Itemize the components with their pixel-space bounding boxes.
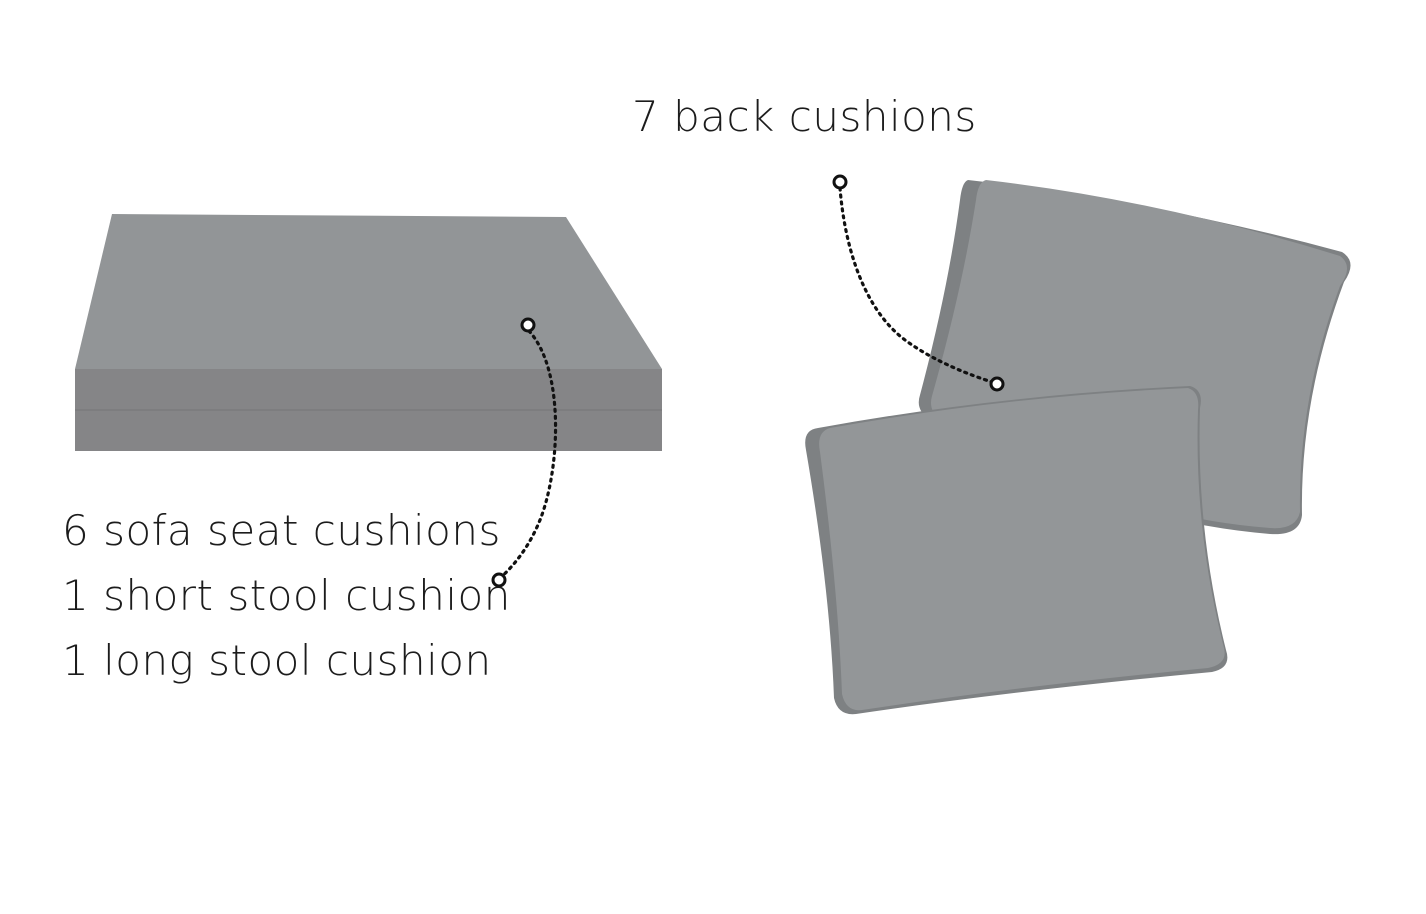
back-leader-line — [832, 174, 1005, 392]
back-leader-start-dot — [832, 174, 848, 190]
back-pillow-front — [805, 386, 1228, 715]
back-cushions-label: 7 back cushions — [632, 92, 977, 141]
seat-cushion-illustration — [75, 214, 662, 451]
seat-leader-end-dot — [491, 572, 507, 588]
seat-cushions-label: 6 sofa seat cushions — [62, 506, 501, 555]
seat-leader-line — [491, 317, 558, 588]
seat-cushion-top — [75, 214, 662, 369]
seat-leader-start-dot — [520, 317, 536, 333]
long-stool-cushion-label: 1 long stool cushion — [62, 636, 492, 685]
seat-cushions-label-list: 6 sofa seat cushions 1 short stool cushi… — [62, 498, 511, 693]
seat-leader-dotted-path — [498, 329, 558, 580]
back-pillow-front-body — [819, 388, 1225, 711]
back-leader-end-dot — [989, 376, 1005, 392]
short-stool-cushion-label: 1 short stool cushion — [62, 571, 511, 620]
back-leader-dotted-path — [838, 186, 994, 384]
